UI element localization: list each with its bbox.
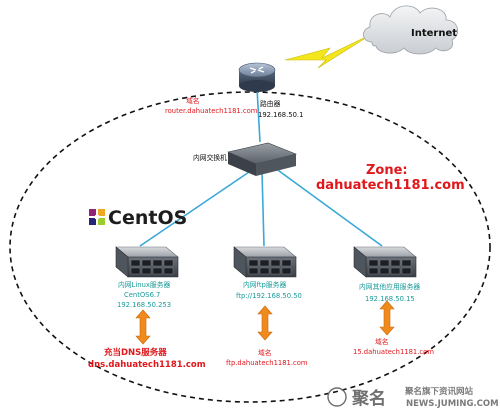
router-name: 路由器 xyxy=(260,99,281,108)
wan-lightning-icon xyxy=(284,33,373,69)
router-icon xyxy=(238,62,276,92)
linux-arrow-icon xyxy=(135,309,151,345)
router-domain-title: 域名 xyxy=(186,96,200,105)
ftp-domain-title: 域名 xyxy=(258,348,272,357)
app-server-name: 内网其他应用服务器 xyxy=(359,282,420,291)
network-links xyxy=(139,87,383,247)
watermark: 聚名 聚名旗下资讯网站 NEWS.JUMING.COM xyxy=(327,386,499,409)
router-switch-link xyxy=(256,87,261,143)
internet-cloud-icon xyxy=(363,5,459,55)
watermark-logo-icon xyxy=(327,387,347,407)
switch-icon xyxy=(227,142,297,176)
app-server-icon xyxy=(353,246,417,278)
zone-title: Zone: xyxy=(366,163,408,178)
router-ip: 192.168.50.1 xyxy=(258,111,303,119)
ftp-server-domain: ftp.dahuatech1181.com xyxy=(226,359,308,367)
switch-ftp-link xyxy=(261,171,265,247)
app-domain-title: 域名 xyxy=(375,337,389,346)
ftp-server-icon xyxy=(233,246,297,278)
ftp-arrow-icon xyxy=(257,305,273,341)
app-server-domain: 15.dahuatech1181.com xyxy=(353,348,434,356)
app-arrow-icon xyxy=(379,300,395,336)
zone-boundary xyxy=(9,91,491,403)
ftp-server-ip: ftp://192.168.50.50 xyxy=(236,292,302,300)
watermark-url: NEWS.JUMING.COM xyxy=(406,399,499,409)
ftp-server-name: 内网ftp服务器 xyxy=(243,280,286,289)
internet-label: Internet xyxy=(411,28,457,39)
router-domain-value: router.dahuatech1181.com xyxy=(165,107,258,115)
switch-app-link xyxy=(274,167,383,247)
linux-server-role: 充当DNS服务器 xyxy=(104,347,167,358)
linux-server-ip: 192.168.50.253 xyxy=(117,301,171,309)
zone-domain: dahuatech1181.com xyxy=(316,178,465,193)
switch-linux-link xyxy=(139,169,253,247)
centos-logo-text: CentOS xyxy=(108,207,187,229)
watermark-logo: 聚名 xyxy=(351,388,386,409)
linux-server-name: 内网Linux服务器 xyxy=(118,280,171,289)
linux-server-icon xyxy=(115,246,179,278)
linux-server-os: CentOS6.7 xyxy=(124,291,160,299)
linux-server-domain: dns.dahuatech1181.com xyxy=(88,360,206,370)
centos-logo-icon xyxy=(89,209,105,225)
watermark-title: 聚名旗下资讯网站 xyxy=(404,386,474,397)
app-server-ip: 192.168.50.15 xyxy=(365,295,415,303)
switch-label: 内网交换机 xyxy=(193,153,227,162)
